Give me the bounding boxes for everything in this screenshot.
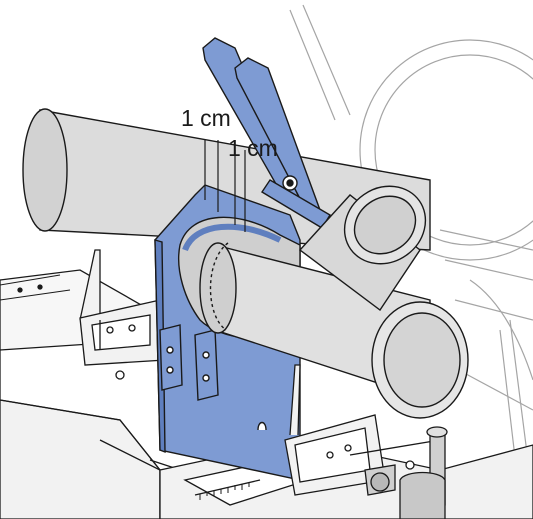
- right-gap-label: 1 cm: [228, 135, 278, 161]
- branch-pipe: [298, 185, 427, 312]
- left-gap-label: 1 cm: [181, 105, 231, 131]
- left-support-bracket: [79, 249, 166, 366]
- measurement-lines: [204, 140, 246, 232]
- right-support-bracket: [284, 364, 448, 519]
- clamp-handles: [202, 37, 331, 229]
- pipe-end: [371, 301, 469, 419]
